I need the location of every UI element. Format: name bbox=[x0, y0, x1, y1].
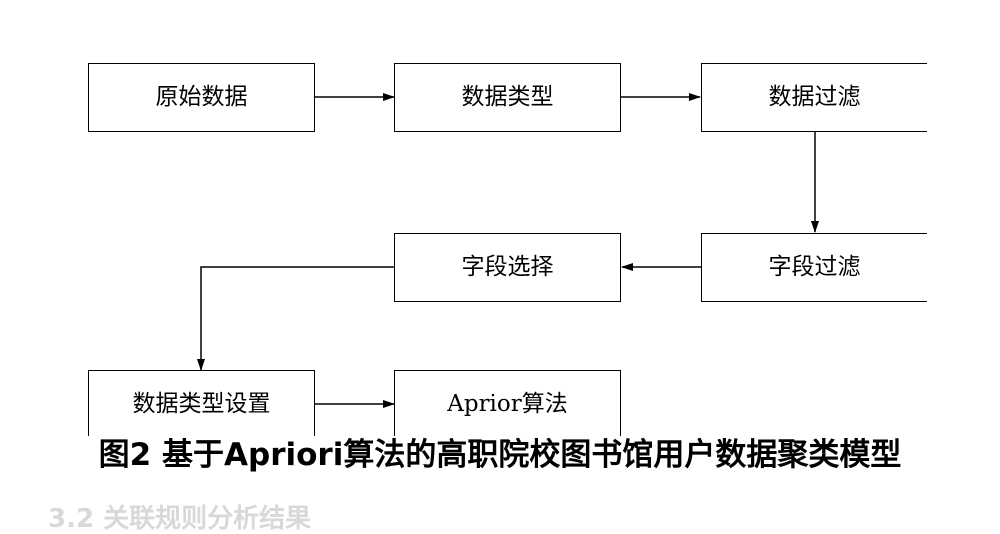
node-apriori: Aprior算法 bbox=[394, 370, 621, 436]
node-data-type: 数据类型 bbox=[394, 63, 621, 132]
node-field-filter: 字段过滤 bbox=[701, 233, 927, 302]
section-heading-faint: 3.2 关联规则分析结果 bbox=[48, 504, 312, 534]
node-raw-data: 原始数据 bbox=[88, 63, 315, 132]
node-type-setting: 数据类型设置 bbox=[88, 370, 315, 436]
node-data-filter: 数据过滤 bbox=[701, 63, 927, 132]
edge-fieldselect-to-typeset bbox=[197, 266, 395, 371]
bottom-row-clip: 数据类型设置 Aprior算法 bbox=[88, 370, 621, 436]
node-field-select: 字段选择 bbox=[394, 233, 621, 302]
figure-caption: 图2 基于Apriori算法的高职院校图书馆用户数据聚类模型 bbox=[98, 437, 902, 473]
